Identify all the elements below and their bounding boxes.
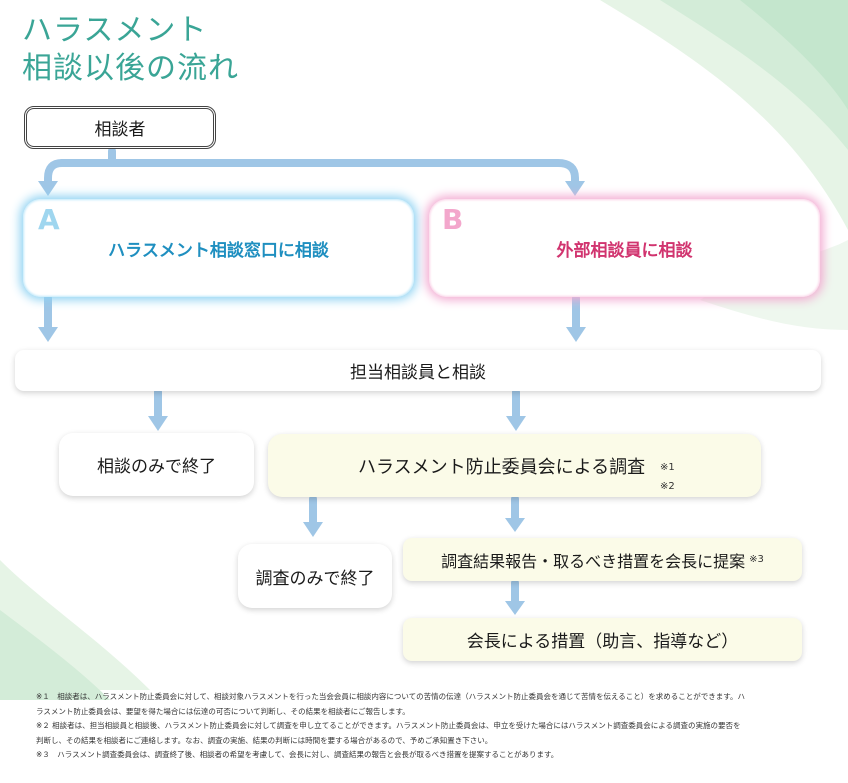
proposal-note: ※3 [749, 553, 764, 565]
footnote-line: ラスメント防止委員会は、要望を得た場合には伝達の可否について判断し、その結果を相… [36, 706, 410, 716]
investigation-label: ハラスメント防止委員会による調査 [358, 456, 646, 478]
end-investigation-only-box: 調査のみで終了 [238, 544, 392, 608]
footnote-line: ※１ 相談者は、ハラスメント防止委員会に対して、相談対象ハラスメントを行った当会… [36, 692, 746, 701]
page-title: ハラスメント 相談以後の流れ [22, 12, 239, 88]
title-line-2: 相談以後の流れ [22, 51, 239, 86]
footnote-line: ※３ ハラスメント調査委員会は、調査終了後、相談者の希望を考慮して、会長に対し、… [36, 750, 559, 759]
route-b-letter: B [442, 203, 464, 236]
route-a-label: ハラスメント相談窓口に相談 [108, 240, 329, 261]
investigation-note-1: ※1 [660, 462, 675, 473]
proposal-label: 調査結果報告・取るべき措置を会長に提案 [441, 551, 746, 571]
footnote-line: 判断し、その結果を相談者にご連絡します。なお、調査の実施、結果の判断には時間を要… [36, 735, 493, 745]
president-action-box: 会長による措置（助言、指導など） [403, 618, 802, 661]
investigation-box: ハラスメント防止委員会による調査 [268, 434, 761, 497]
investigation-note-2: ※2 [660, 481, 675, 492]
staff-consult-box: 担当相談員と相談 [15, 350, 821, 391]
footnote-line: ※２ 相談者は、担当相談員と相談後、ハラスメント防止委員会に対して調査を申し立て… [36, 721, 741, 730]
proposal-box: 調査結果報告・取るべき措置を会長に提案 ※3 [403, 538, 802, 581]
consulter-box: 相談者 [24, 106, 216, 149]
footnotes: ※１ 相談者は、ハラスメント防止委員会に対して、相談対象ハラスメントを行った当会… [36, 690, 806, 763]
route-a-letter: A [38, 203, 60, 236]
route-b-box: 外部相談員に相談 [429, 199, 820, 297]
end-consult-only-box: 相談のみで終了 [59, 433, 254, 496]
route-a-box: ハラスメント相談窓口に相談 [23, 199, 414, 297]
route-b-label: 外部相談員に相談 [556, 240, 693, 261]
title-line-1: ハラスメント [22, 13, 208, 48]
